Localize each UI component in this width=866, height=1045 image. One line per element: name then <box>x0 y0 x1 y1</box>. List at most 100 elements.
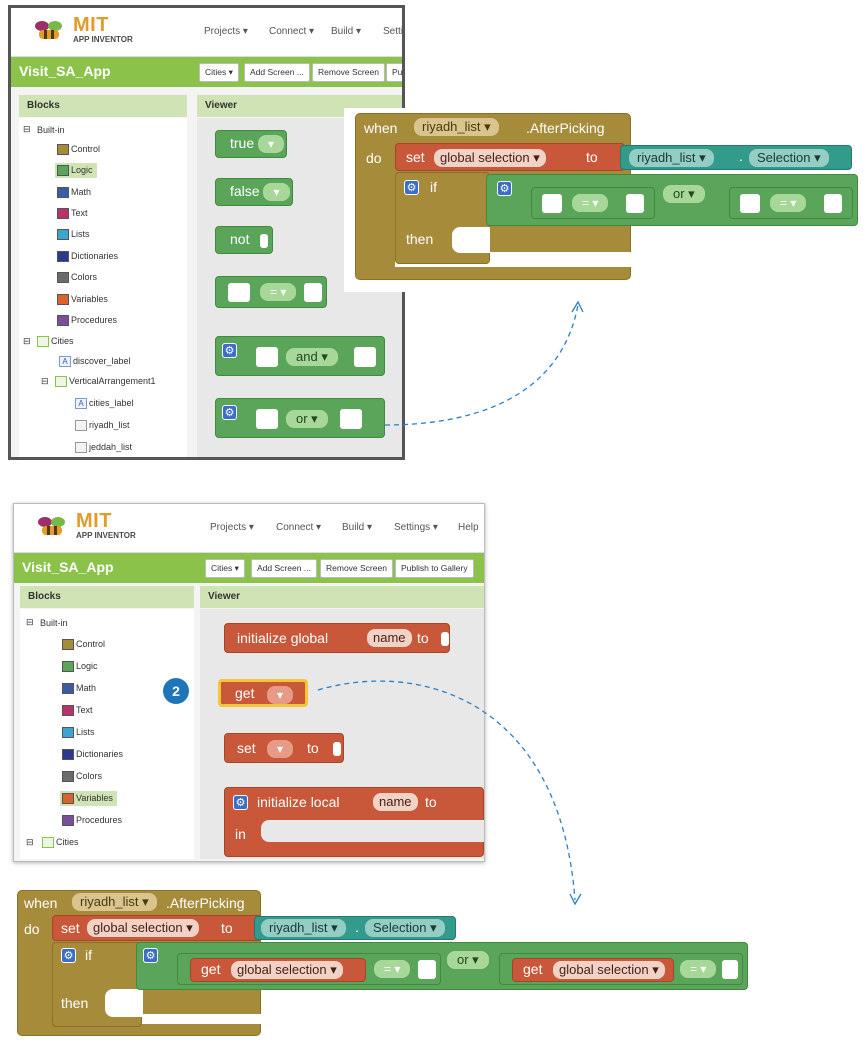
name-field[interactable]: name <box>367 629 412 647</box>
or-operator-dropdown[interactable]: or ▾ <box>663 185 705 203</box>
category-math[interactable]: Math <box>57 187 91 199</box>
category-procedures[interactable]: Procedures <box>57 315 117 327</box>
collapse-icon[interactable]: ⊟ <box>41 376 49 386</box>
collapse-icon[interactable]: ⊟ <box>23 124 31 134</box>
right-socket[interactable] <box>626 194 644 213</box>
compare-block[interactable]: = ▾ <box>729 187 853 219</box>
right-socket[interactable] <box>340 409 362 429</box>
publish-button[interactable]: Publish to Gallery <box>395 559 474 578</box>
category-variables[interactable]: Variables <box>60 791 117 807</box>
menu-build[interactable]: Build ▾ <box>331 26 362 37</box>
mutator-gear-icon[interactable]: ⚙ <box>222 343 237 358</box>
left-socket[interactable] <box>542 194 562 213</box>
category-control[interactable]: Control <box>57 144 100 156</box>
left-socket[interactable] <box>740 194 760 213</box>
property-dropdown[interactable]: Selection ▾ <box>365 919 445 937</box>
set-global-block[interactable]: set global selection ▾ to <box>395 143 625 171</box>
true-dropdown[interactable]: ▾ <box>258 135 285 153</box>
category-text[interactable]: Text <box>57 208 88 220</box>
menu-connect[interactable]: Connect ▾ <box>276 522 322 533</box>
mutator-gear-icon[interactable]: ⚙ <box>404 180 419 195</box>
set-variable-block[interactable]: set ▾ to <box>224 733 344 763</box>
get-variable-block[interactable]: get global selection ▾ <box>190 958 366 982</box>
get-variable-dropdown[interactable]: ▾ <box>267 686 294 704</box>
mutator-gear-icon[interactable]: ⚙ <box>497 181 512 196</box>
tree-jeddah-list[interactable]: jeddah_list <box>75 442 132 454</box>
value-socket[interactable] <box>333 742 341 756</box>
menu-projects[interactable]: Projects ▾ <box>210 522 254 533</box>
variable-dropdown[interactable]: global selection ▾ <box>87 919 199 937</box>
property-dropdown[interactable]: Selection ▾ <box>749 149 829 167</box>
menu-connect[interactable]: Connect ▾ <box>269 26 315 37</box>
tree-cities[interactable]: Cities <box>37 336 74 348</box>
screen-dropdown-button[interactable]: Cities ▾ <box>199 63 239 82</box>
or-block[interactable]: ⚙ or ▾ <box>215 398 385 438</box>
tree-vertical-arrangement[interactable]: VerticalArrangement1 <box>55 376 156 388</box>
compare-block[interactable]: = ▾ <box>215 276 327 308</box>
in-statement-slot[interactable] <box>261 820 484 842</box>
category-lists[interactable]: Lists <box>62 727 95 739</box>
then-statement-slot[interactable] <box>105 989 143 1017</box>
menu-settings[interactable]: Setti <box>383 26 404 37</box>
get-variable-block[interactable]: get global selection ▾ <box>512 958 674 982</box>
component-property-block[interactable]: riyadh_list ▾ . Selection ▾ <box>254 916 456 940</box>
right-socket[interactable] <box>354 347 376 367</box>
component-getter-dropdown[interactable]: riyadh_list ▾ <box>261 919 346 937</box>
category-dictionaries[interactable]: Dictionaries <box>57 251 118 263</box>
mutator-gear-icon[interactable]: ⚙ <box>233 795 248 810</box>
category-colors[interactable]: Colors <box>62 771 102 783</box>
app-inventor-logo[interactable]: MIT APP INVENTOR <box>33 14 151 50</box>
variable-dropdown[interactable]: global selection ▾ <box>434 149 546 167</box>
tree-builtin[interactable]: Built-in <box>40 618 68 628</box>
set-variable-dropdown[interactable]: ▾ <box>267 740 294 758</box>
category-logic[interactable]: Logic <box>62 661 98 673</box>
screen-dropdown-button[interactable]: Cities ▾ <box>205 559 245 578</box>
component-property-block[interactable]: riyadh_list ▾ . Selection ▾ <box>620 145 852 170</box>
or-operator-dropdown[interactable]: or ▾ <box>286 410 328 428</box>
initialize-local-block[interactable]: ⚙ initialize local name to in <box>224 787 484 857</box>
remove-screen-button[interactable]: Remove Screen <box>312 63 385 82</box>
if-then-block[interactable]: ⚙ if then <box>395 172 490 264</box>
menu-help[interactable]: Help <box>458 522 479 533</box>
not-block[interactable]: not <box>215 226 273 254</box>
component-getter-dropdown[interactable]: riyadh_list ▾ <box>629 149 714 167</box>
remove-screen-button[interactable]: Remove Screen <box>320 559 393 578</box>
name-field[interactable]: name <box>373 793 418 811</box>
menu-settings[interactable]: Settings ▾ <box>394 522 438 533</box>
variable-dropdown[interactable]: global selection ▾ <box>553 961 665 979</box>
false-block[interactable]: false ▾ <box>215 178 293 206</box>
mutator-gear-icon[interactable]: ⚙ <box>143 948 158 963</box>
category-logic[interactable]: Logic <box>55 163 97 179</box>
variable-dropdown[interactable]: global selection ▾ <box>231 961 343 979</box>
add-screen-button[interactable]: Add Screen ... <box>244 63 310 82</box>
publish-button[interactable]: Pu <box>386 63 402 82</box>
menu-projects[interactable]: Projects ▾ <box>204 26 248 37</box>
or-block[interactable]: ⚙ get global selection ▾ = ▾ or ▾ get gl… <box>136 942 748 990</box>
category-math[interactable]: Math <box>62 683 96 695</box>
get-variable-block[interactable]: get ▾ <box>218 679 308 707</box>
tree-riyadh-list[interactable]: riyadh_list <box>75 420 130 432</box>
left-socket[interactable] <box>256 347 278 367</box>
and-block[interactable]: ⚙ and ▾ <box>215 336 385 376</box>
category-procedures[interactable]: Procedures <box>62 815 122 827</box>
mutator-gear-icon[interactable]: ⚙ <box>222 405 237 420</box>
true-block[interactable]: true ▾ <box>215 130 287 158</box>
false-dropdown[interactable]: ▾ <box>263 183 290 201</box>
app-inventor-logo[interactable]: MIT APP INVENTOR <box>36 510 154 546</box>
right-socket[interactable] <box>418 960 436 979</box>
collapse-icon[interactable]: ⊟ <box>26 837 34 847</box>
left-socket[interactable] <box>256 409 278 429</box>
set-global-block[interactable]: set global selection ▾ to <box>52 915 262 941</box>
tree-cities[interactable]: Cities <box>42 837 79 849</box>
menu-build[interactable]: Build ▾ <box>342 522 373 533</box>
not-input-socket[interactable] <box>260 234 268 248</box>
compare-operator-dropdown[interactable]: = ▾ <box>374 960 411 978</box>
compare-operator-dropdown[interactable]: = ▾ <box>770 194 807 212</box>
mutator-gear-icon[interactable]: ⚙ <box>61 948 76 963</box>
collapse-icon[interactable]: ⊟ <box>23 336 31 346</box>
component-dropdown[interactable]: riyadh_list ▾ <box>72 893 157 911</box>
tree-builtin[interactable]: Built-in <box>37 125 65 135</box>
compare-operator-dropdown[interactable]: = ▾ <box>680 960 717 978</box>
